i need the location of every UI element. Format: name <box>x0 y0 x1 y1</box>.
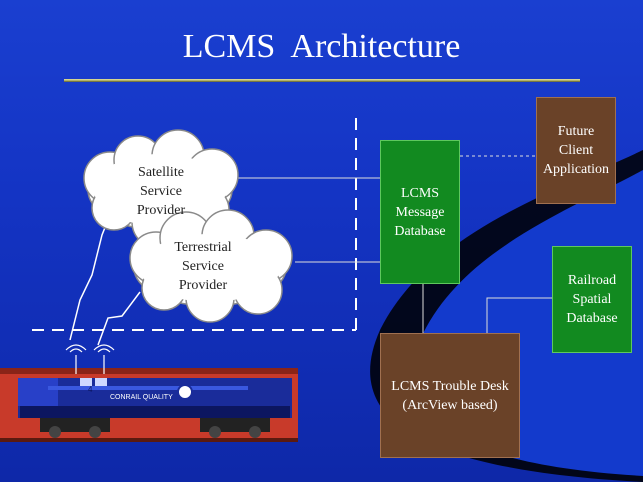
title-underline <box>64 79 580 82</box>
lcms-message-database[interactable]: LCMS Message Database <box>380 140 460 284</box>
satellite-provider-label: Satellite Service Provider <box>136 165 186 218</box>
lcms-trouble-desk[interactable]: LCMS Trouble Desk (ArcView based) <box>380 333 520 458</box>
locomotive-logo-text: CONRAIL QUALITY <box>110 394 173 401</box>
lcms-trouble-desk-label: LCMS Trouble Desk (ArcView based) <box>391 378 509 413</box>
antenna-icon <box>65 344 115 374</box>
railroad-spatial-database[interactable]: Railroad Spatial Database <box>552 246 632 353</box>
terrestrial-cloud <box>129 209 293 323</box>
lcms-message-database-label: LCMS Message Database <box>394 185 446 239</box>
satellite-cloud <box>83 129 239 249</box>
future-client-application[interactable]: Future Client Application <box>536 97 616 204</box>
railroad-spatial-database-label: Railroad Spatial Database <box>566 273 618 326</box>
terrestrial-provider-label: Terrestrial Service Provider <box>174 240 232 293</box>
locomotive-unit-number: 4 <box>88 385 93 394</box>
future-client-application-label: Future Client Application <box>542 124 610 177</box>
slide-title: LCMS Architecture <box>182 28 461 65</box>
spatial-to-desk-link <box>486 297 552 333</box>
terrestrial-radio-signal <box>97 291 141 346</box>
